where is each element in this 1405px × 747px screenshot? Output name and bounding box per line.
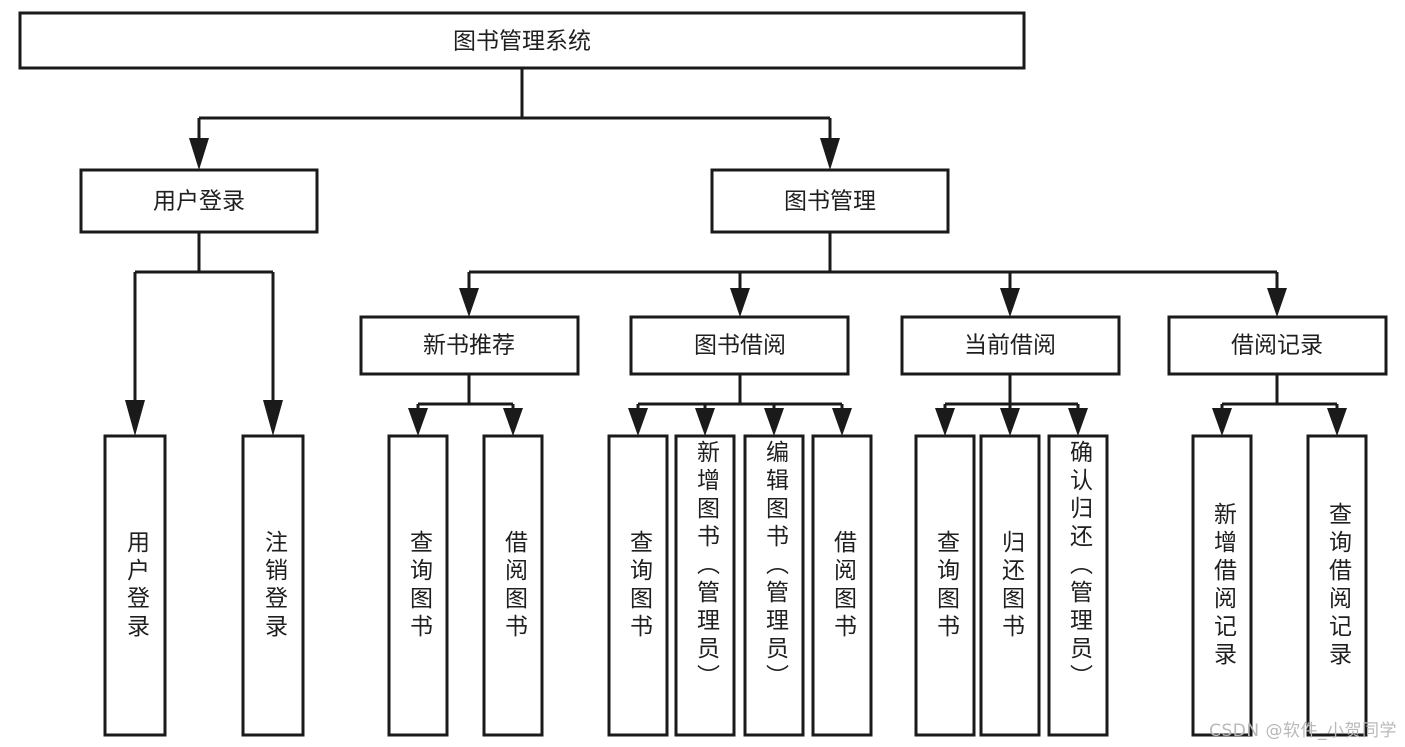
arrowhead-new-book-recommend: [459, 288, 479, 317]
node-new-book-recommend[interactable]: [359, 315, 580, 376]
node-book-manage[interactable]: [710, 168, 950, 234]
node-leaf-add-record[interactable]: [1191, 434, 1253, 737]
connector-group: [125, 68, 1347, 436]
node-root[interactable]: [18, 11, 1026, 70]
node-leaf-borrow-book-2[interactable]: [811, 434, 873, 737]
arrowhead-current-borrow: [1000, 288, 1020, 317]
node-leaf-borrow-book-1[interactable]: [482, 434, 544, 737]
node-leaf-add-book[interactable]: [674, 434, 736, 737]
arrowhead-leaf-query-record: [1327, 408, 1347, 436]
node-leaf-confirm-return[interactable]: [1047, 434, 1109, 737]
arrowhead-userlogin: [189, 138, 209, 170]
arrowhead-leaf-query-book-3: [935, 408, 955, 436]
node-leaf-query-book-2[interactable]: [607, 434, 669, 737]
arrowhead-leaf-confirm-return: [1068, 408, 1088, 436]
node-leaf-query-book-1[interactable]: [387, 434, 449, 737]
arrowhead-leaf-query-book-2: [628, 408, 648, 436]
node-book-borrow-label: 图书借阅: [694, 333, 786, 359]
arrowhead-leaf-user-login: [125, 400, 145, 436]
node-leaf-query-record[interactable]: [1306, 434, 1368, 737]
node-user-login-label: 用户登录: [153, 189, 245, 215]
arrowhead-book-borrow: [730, 288, 750, 317]
node-leaf-query-book-3[interactable]: [914, 434, 976, 737]
arrowhead-leaf-query-book-1: [408, 408, 428, 436]
node-book-manage-label: 图书管理: [784, 189, 876, 215]
arrowhead-leaf-borrow-book-1: [503, 408, 523, 436]
arrowhead-leaf-add-record: [1212, 408, 1232, 436]
arrowhead-leaf-add-book: [695, 408, 715, 436]
node-leaf-return-book[interactable]: [979, 434, 1041, 737]
node-leaf-user-login[interactable]: [103, 434, 167, 737]
node-leaf-edit-book[interactable]: [743, 434, 805, 737]
node-borrow-record-label: 借阅记录: [1231, 333, 1323, 359]
node-current-borrow-label: 当前借阅: [964, 333, 1056, 359]
csdn-watermark: CSDN @软件_小贺同学: [1209, 721, 1397, 741]
node-user-login[interactable]: [79, 168, 319, 234]
arrowhead-leaf-edit-book: [764, 408, 784, 436]
arrowhead-bookmanage: [820, 138, 840, 170]
node-book-borrow[interactable]: [629, 315, 850, 376]
node-root-label: 图书管理系统: [453, 29, 591, 55]
arrowhead-borrow-record: [1267, 288, 1287, 317]
node-new-book-recommend-label: 新书推荐: [423, 333, 515, 359]
node-leaf-logout[interactable]: [241, 434, 305, 737]
node-group: 图书管理系统 用户登录 图书管理 新书推荐 图书借阅 当前借阅 借阅记录: [18, 11, 1388, 737]
node-current-borrow[interactable]: [900, 315, 1121, 376]
arrowhead-leaf-borrow-book-2: [832, 408, 852, 436]
arrowhead-leaf-logout: [263, 400, 283, 436]
node-borrow-record[interactable]: [1167, 315, 1388, 376]
arrowhead-leaf-return-book: [1000, 408, 1020, 436]
